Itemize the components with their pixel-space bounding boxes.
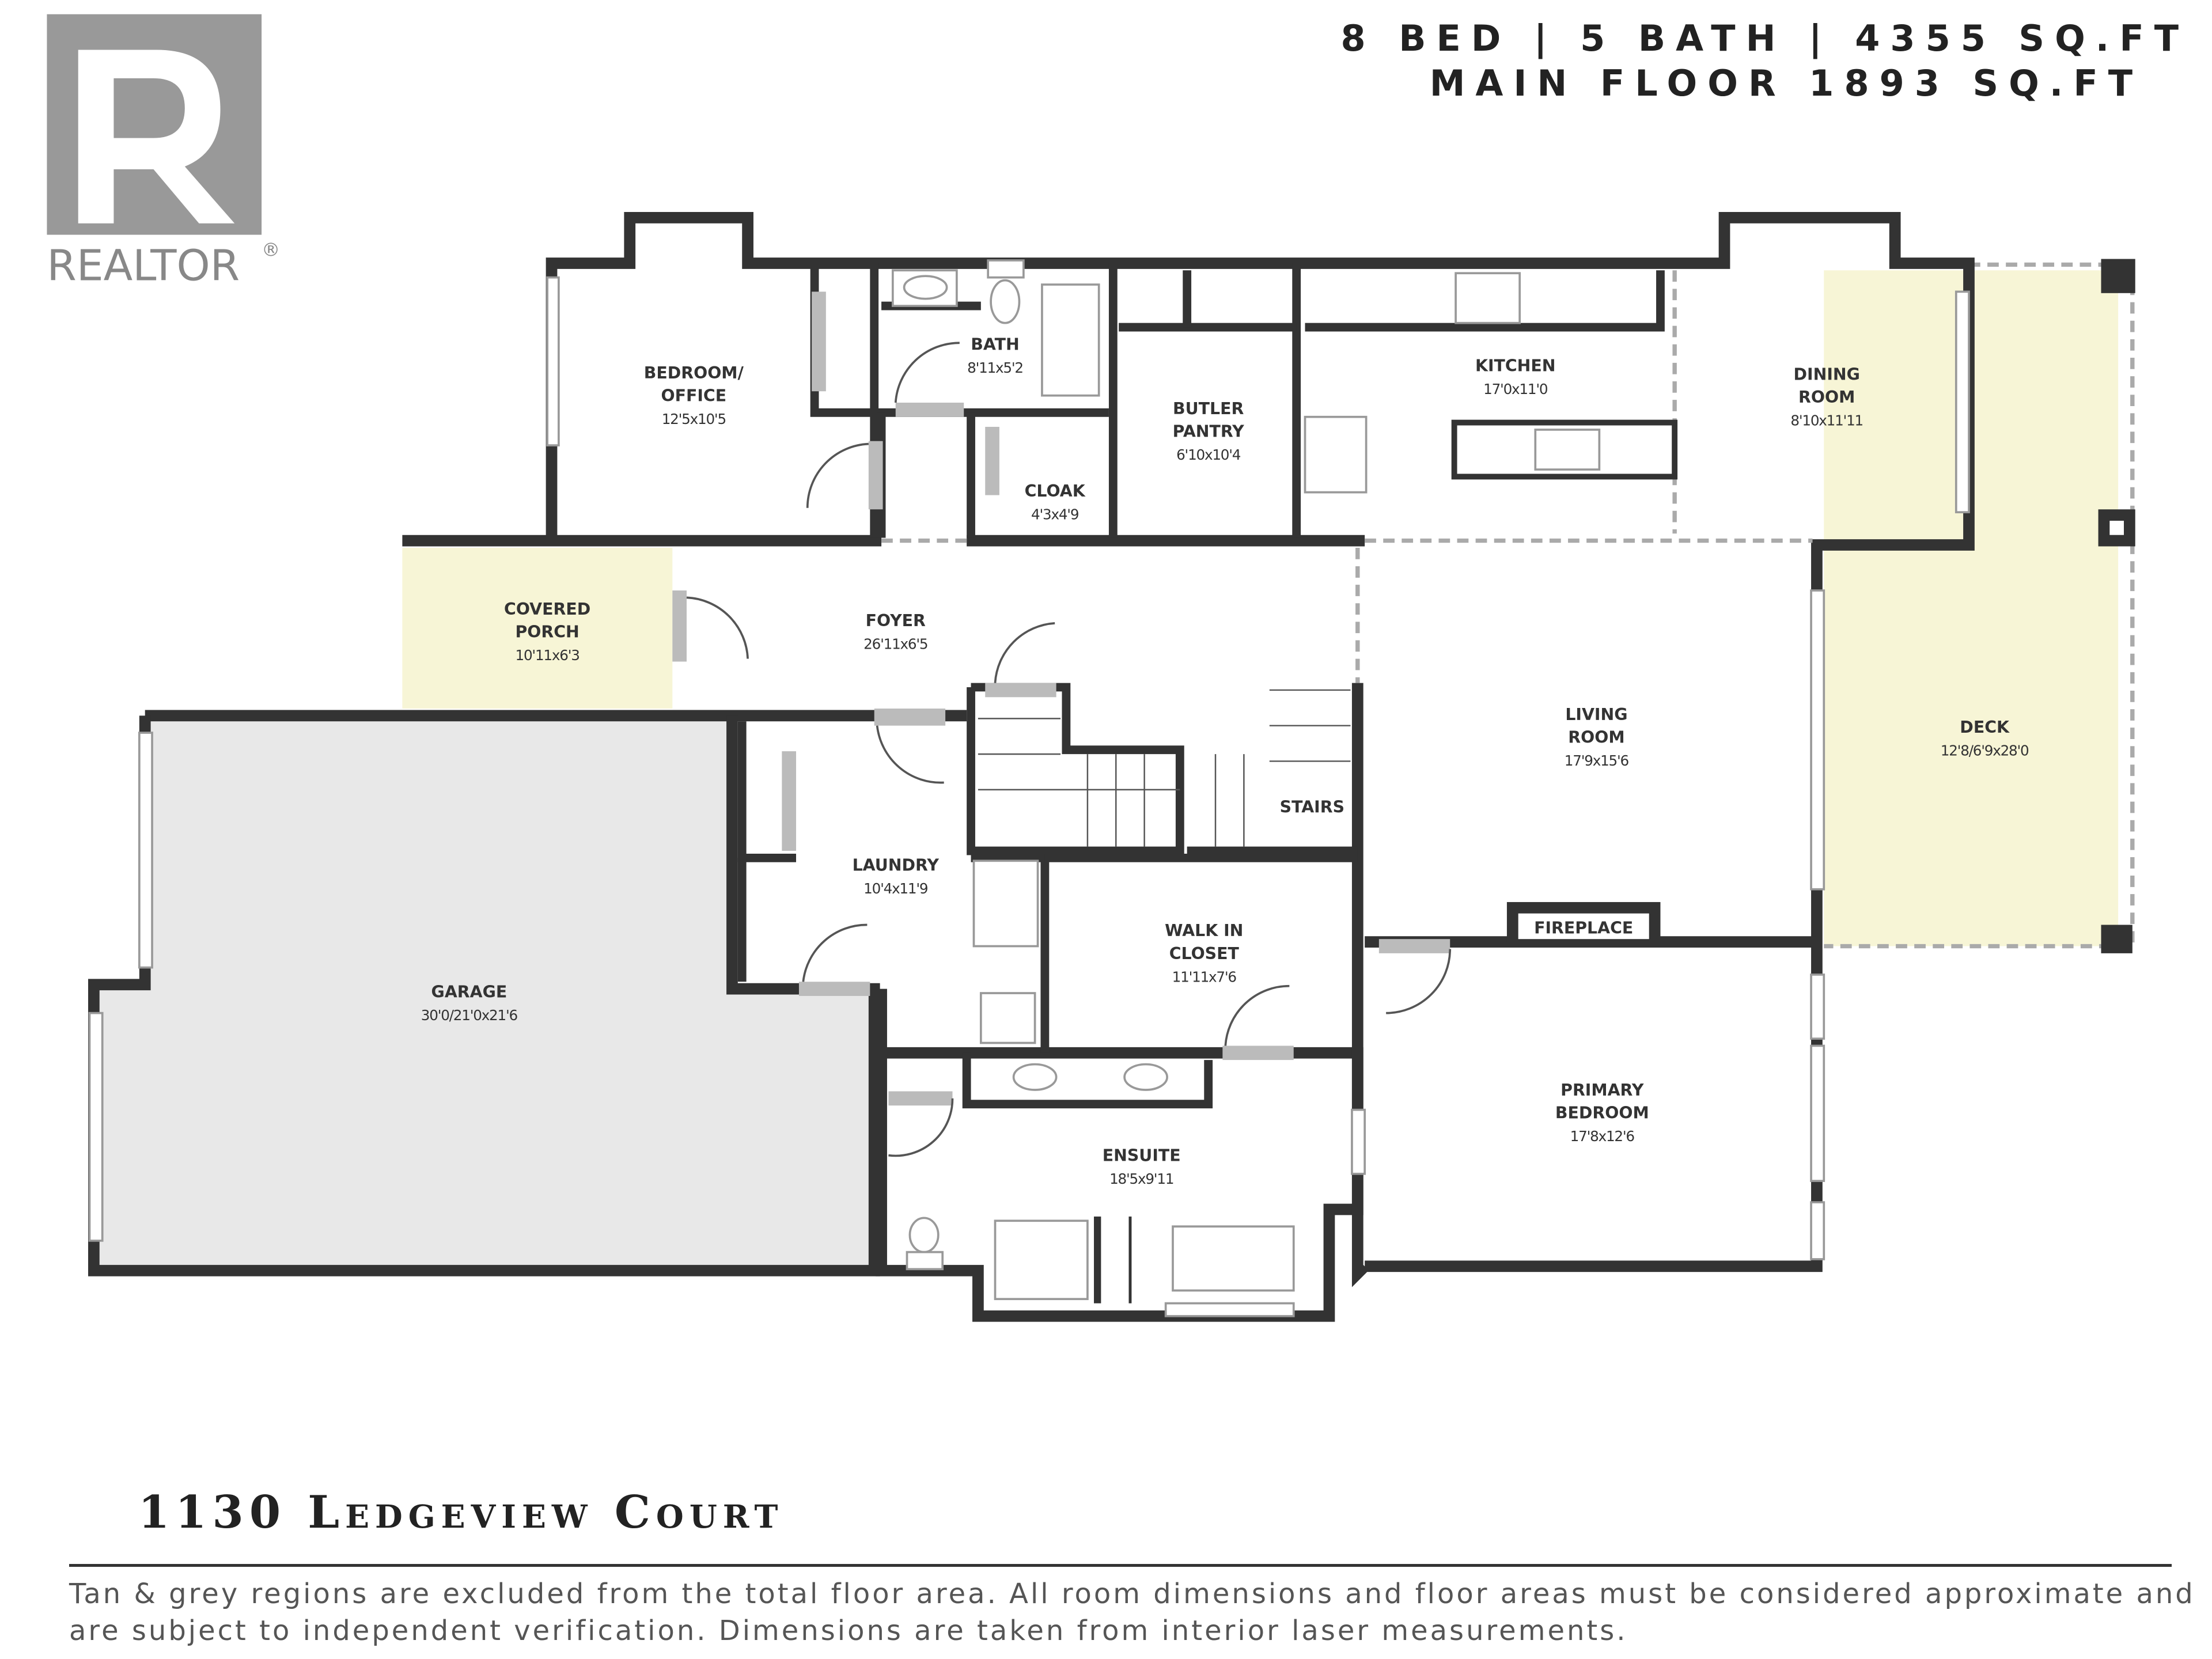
windows xyxy=(88,276,1970,1317)
room-ensuite: ENSUITE 18'5x9'11 xyxy=(1103,1146,1181,1187)
room-dimensions: 12'5x10'5 xyxy=(662,411,726,427)
room-dimensions: 26'11x6'5 xyxy=(863,635,927,652)
room-dimensions: 11'11x7'6 xyxy=(1172,968,1237,985)
garage-area xyxy=(93,721,874,1271)
exterior-wall-top xyxy=(546,212,1975,1272)
room-name: ROOM xyxy=(1568,728,1624,747)
room-dimensions: 17'9x15'6 xyxy=(1565,752,1629,769)
room-dimensions: 6'10x10'4 xyxy=(1176,446,1241,463)
room-dimensions: 8'10x11'11 xyxy=(1790,412,1863,429)
room-name: BUTLER xyxy=(1173,399,1244,418)
room-name: PANTRY xyxy=(1173,422,1244,441)
room-dimensions: 17'8x12'6 xyxy=(1570,1128,1635,1145)
room-dimensions: 18'5x9'11 xyxy=(1109,1171,1173,1187)
realtor-logo: REALTOR ® xyxy=(47,14,280,291)
room-name: DINING xyxy=(1793,365,1859,384)
footer-divider xyxy=(69,1564,2172,1567)
room-name: DECK xyxy=(1960,718,2010,737)
room-name: PORCH xyxy=(515,623,579,642)
doors xyxy=(672,291,1452,1157)
disclaimer: Tan & grey regions are excluded from the… xyxy=(69,1578,2195,1647)
fireplace-label: FIREPLACE xyxy=(1534,918,1633,937)
main-floor-area: MAIN FLOOR 1893 SQ.FT xyxy=(1429,62,2143,104)
room-name: OFFICE xyxy=(661,387,727,406)
room-name: KITCHEN xyxy=(1475,357,1556,376)
room-laundry: LAUNDRY 10'4x11'9 xyxy=(853,856,940,897)
property-address: 1130 Ledgeview Court xyxy=(138,1486,784,1539)
room-name: PRIMARY xyxy=(1560,1081,1644,1100)
garage-wall xyxy=(88,715,880,1277)
realtor-wordmark: REALTOR xyxy=(47,241,240,291)
room-name: ENSUITE xyxy=(1103,1146,1181,1165)
room-name: LIVING xyxy=(1565,705,1627,724)
room-name: ROOM xyxy=(1798,388,1855,407)
stairs-treads xyxy=(978,689,1351,847)
room-kitchen: KITCHEN 17'0x11'0 xyxy=(1475,357,1556,398)
room-cloak: CLOAK 4'3x4'9 xyxy=(1025,482,1086,523)
property-stats: 8 BED | 5 BATH | 4355 SQ.FT xyxy=(1340,17,2189,59)
room-living-room: LIVING ROOM 17'9x15'6 xyxy=(1565,705,1630,769)
room-bedroom-office: BEDROOM/ OFFICE 12'5x10'5 xyxy=(644,363,744,427)
room-dimensions: 10'11x6'3 xyxy=(516,647,579,664)
room-dimensions: 10'4x11'9 xyxy=(863,880,927,897)
room-dining-room: DINING ROOM 8'10x11'11 xyxy=(1790,365,1863,429)
room-name: BEDROOM/ xyxy=(644,363,744,382)
room-dimensions: 17'0x11'0 xyxy=(1483,381,1548,397)
registered-mark: ® xyxy=(262,239,280,261)
room-name: BATH xyxy=(971,335,1019,354)
room-foyer: FOYER 26'11x6'5 xyxy=(863,611,928,653)
room-garage: GARAGE 30'0/21'0x21'6 xyxy=(421,982,518,1024)
room-covered-porch: COVERED PORCH 10'11x6'3 xyxy=(504,600,590,664)
room-butler-pantry: BUTLER PANTRY 6'10x10'4 xyxy=(1173,399,1244,463)
room-name: BEDROOM xyxy=(1555,1103,1649,1122)
room-name: FOYER xyxy=(866,611,926,630)
room-dimensions: 4'3x4'9 xyxy=(1031,506,1078,523)
covered-porch-area xyxy=(402,547,673,709)
room-walk-in-closet: WALK IN CLOSET 11'11x7'6 xyxy=(1165,921,1243,985)
room-name: GARAGE xyxy=(431,982,507,1001)
room-name: WALK IN xyxy=(1165,921,1243,940)
room-stairs: STAIRS xyxy=(1280,797,1344,816)
room-deck: DECK 12'8/6'9x28'0 xyxy=(1941,718,2029,759)
room-dimensions: 30'0/21'0x21'6 xyxy=(421,1007,518,1024)
room-name: LAUNDRY xyxy=(853,856,940,875)
room-dimensions: 12'8/6'9x28'0 xyxy=(1941,743,2029,759)
room-name: COVERED xyxy=(504,600,590,619)
room-bath: BATH 8'11x5'2 xyxy=(967,335,1024,377)
fixtures xyxy=(891,259,1678,1304)
room-name: CLOAK xyxy=(1025,482,1086,501)
room-name: CLOSET xyxy=(1169,944,1240,963)
room-primary-bedroom: PRIMARY BEDROOM 17'8x12'6 xyxy=(1555,1081,1649,1145)
room-dimensions: 8'11x5'2 xyxy=(967,359,1023,376)
